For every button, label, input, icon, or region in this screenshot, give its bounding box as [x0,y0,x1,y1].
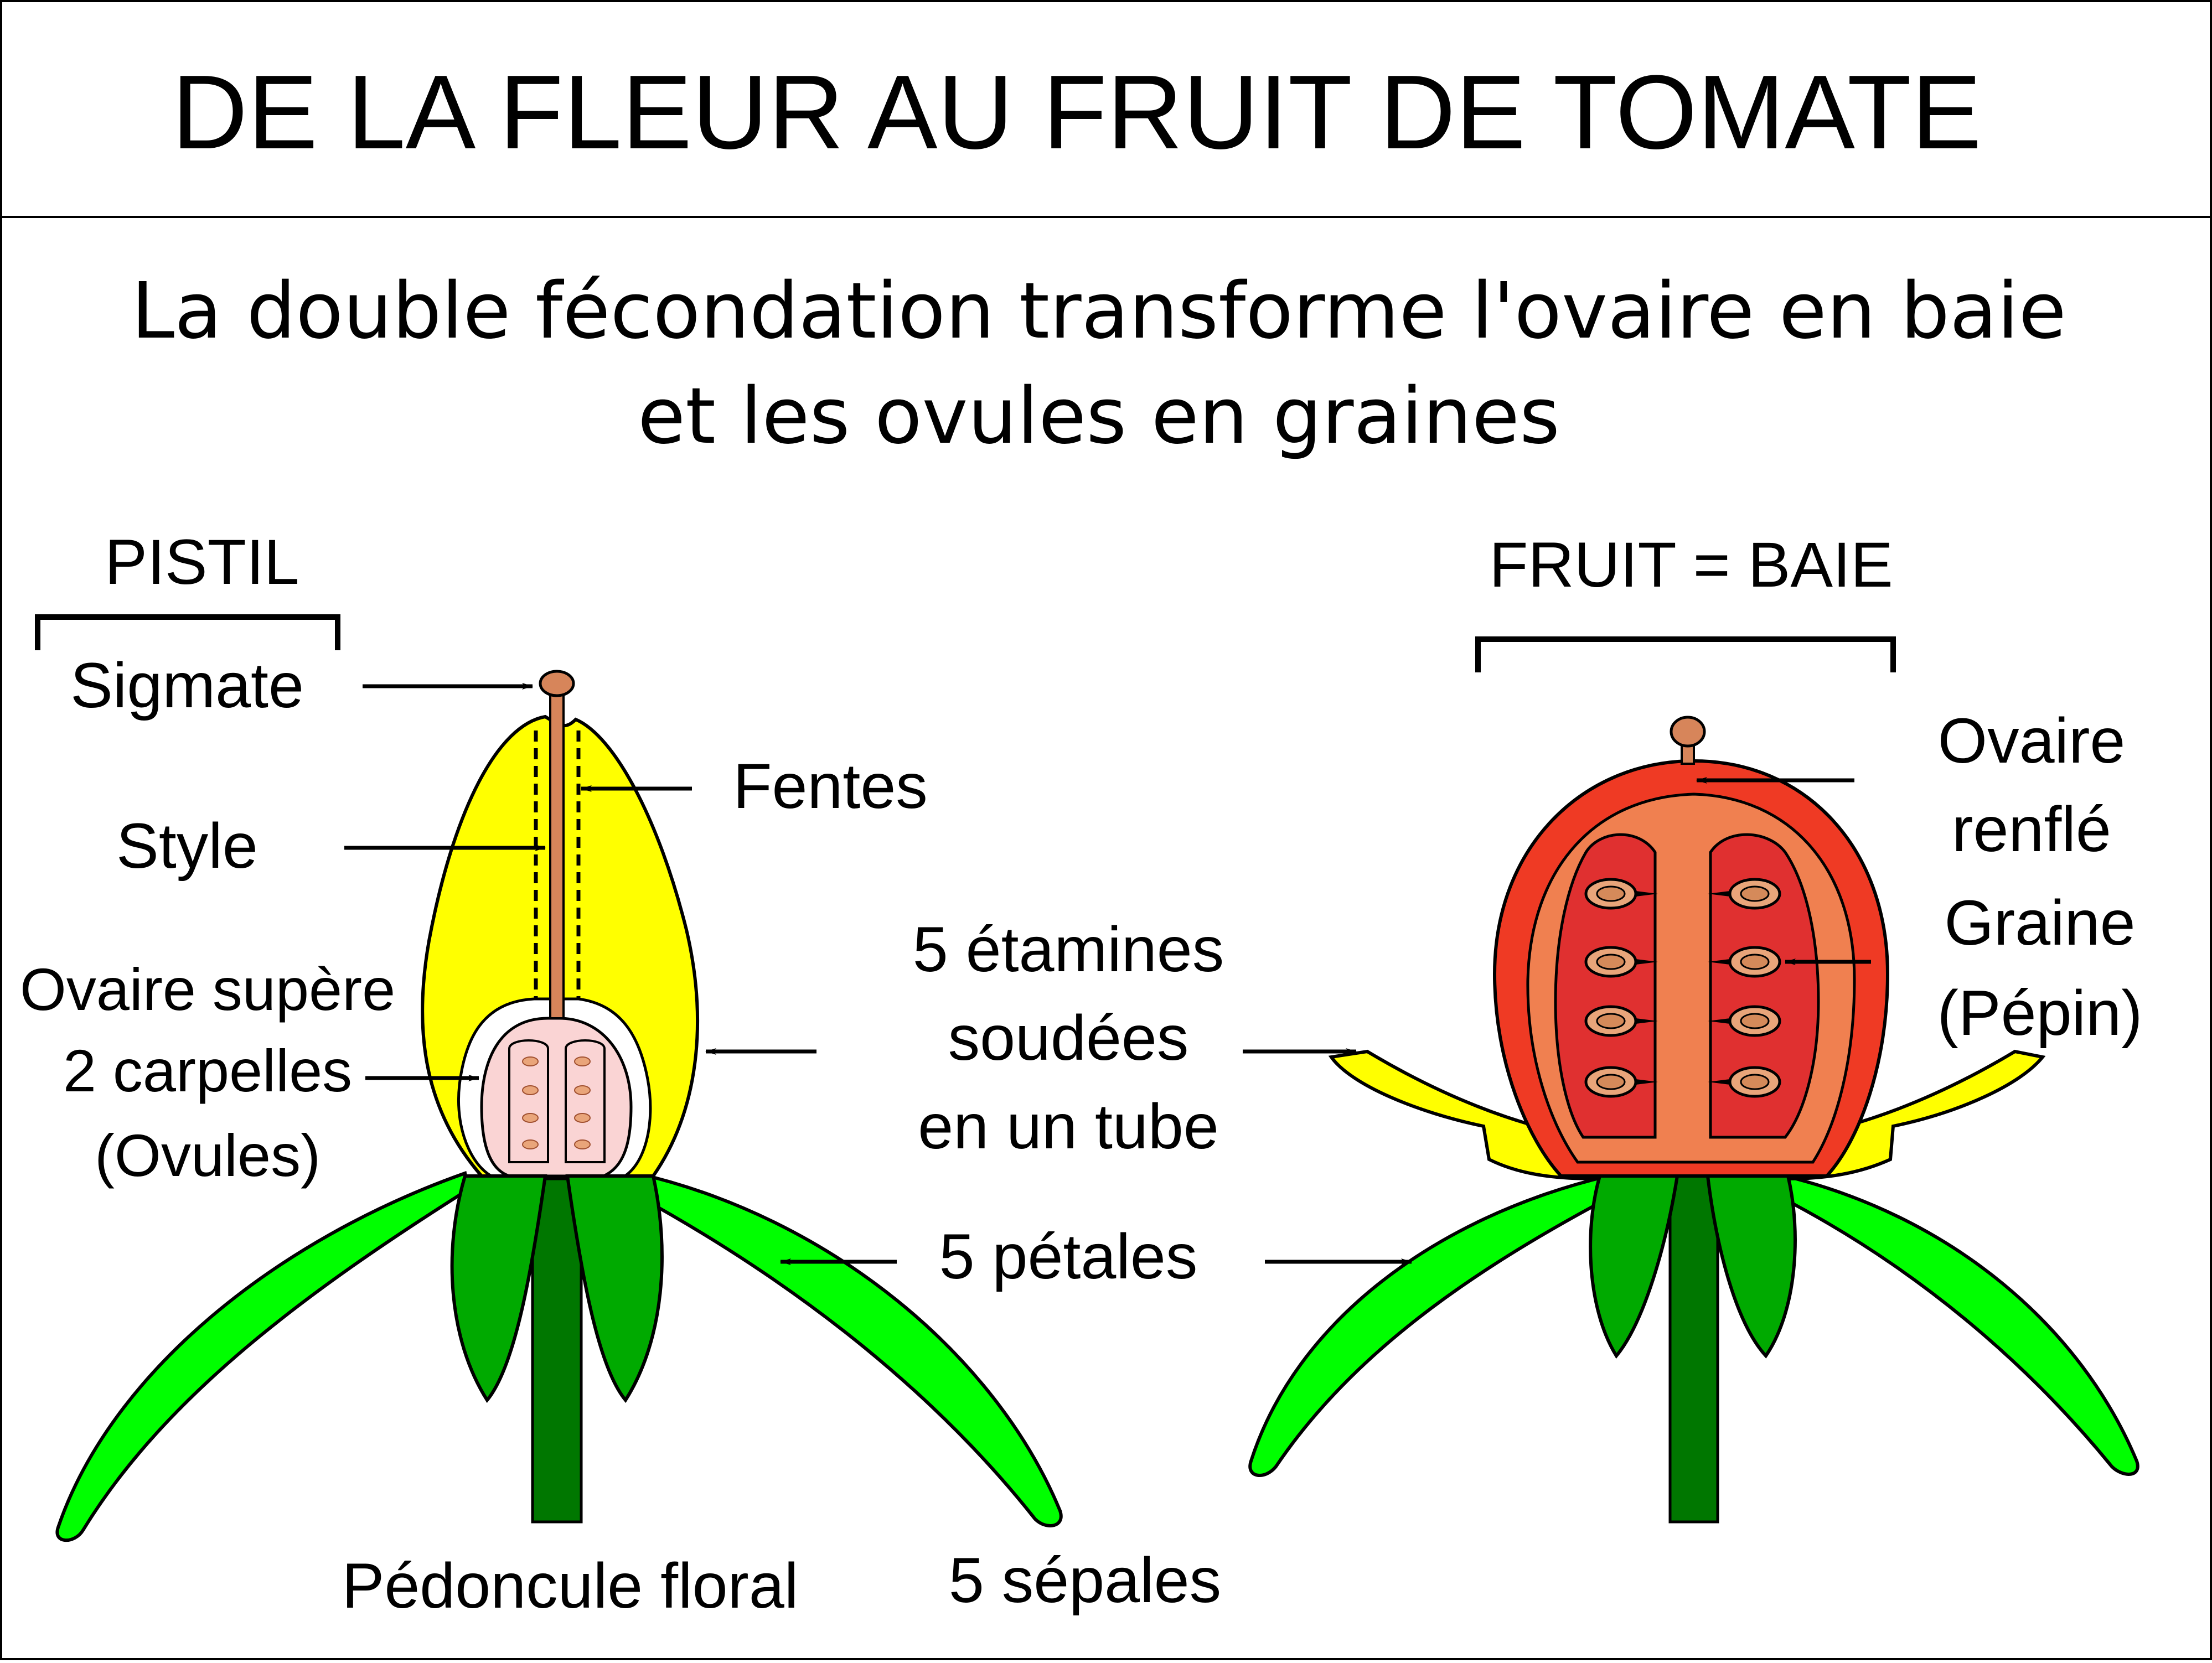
flower-sepal-small-left [450,1174,547,1403]
fruit-sepal-small-left [1589,1174,1679,1359]
flower-sepal-small-right [565,1174,664,1403]
label-swollen-ovary-line-2: renflé [1952,794,2111,865]
locule-right [1709,833,1820,1139]
stigma-remnant [1670,716,1706,748]
label-ovary-line-1: Ovaire supère [20,956,395,1023]
subtitle-line-1: La double fécondation transforme l'ovair… [131,266,2066,356]
label-petals: 5 pétales [939,1221,1198,1292]
stigma [539,670,575,697]
label-ovary-line-2: 2 carpelles [63,1037,352,1104]
label-stigma: Sigmate [70,650,304,721]
label-sepals: 5 sépales [949,1545,1221,1616]
diagram-title: DE LA FLEUR AU FRUIT DE TOMATE [172,54,1981,171]
fruit-illustration [1248,636,2139,1524]
locule-left [1554,833,1657,1139]
fruit-sepal-small-right [1705,1174,1797,1359]
label-seed-line-1: Graine [1944,888,2135,959]
label-arrows [344,683,1871,1265]
style [549,691,565,1019]
label-stamens-line-2: soudées [948,1003,1189,1074]
flower-sepal-left [55,1170,470,1542]
label-swollen-ovary-line-1: Ovaire [1938,706,2126,776]
label-stamens-line-1: 5 étamines [913,914,1224,985]
label-slits: Fentes [733,751,928,822]
carpel-right [565,1039,606,1163]
fruit-bracket [1475,636,1896,672]
label-style: Style [116,811,258,882]
label-seed-line-2: (Pépin) [1937,978,2143,1049]
pistil-bracket [35,614,340,650]
label-ovary-line-3: (Ovules) [95,1122,321,1189]
subtitle-line-2: et les ovules en graines [638,371,1560,462]
fruit-sepal-right [1780,1174,2139,1476]
fruit-heading: FRUIT = BAIE [1489,530,1893,600]
label-stamens-line-3: en un tube [918,1091,1219,1162]
flower-illustration [35,614,1063,1542]
pistil-heading: PISTIL [105,527,299,598]
fruit-petal-left [1328,1049,1602,1181]
fruit-stem [1668,1172,1719,1524]
ovary [480,1017,633,1178]
carpel-left [508,1039,549,1163]
label-peduncle: Pédoncule floral [342,1551,799,1621]
fruit-sepal-left [1248,1174,1616,1477]
